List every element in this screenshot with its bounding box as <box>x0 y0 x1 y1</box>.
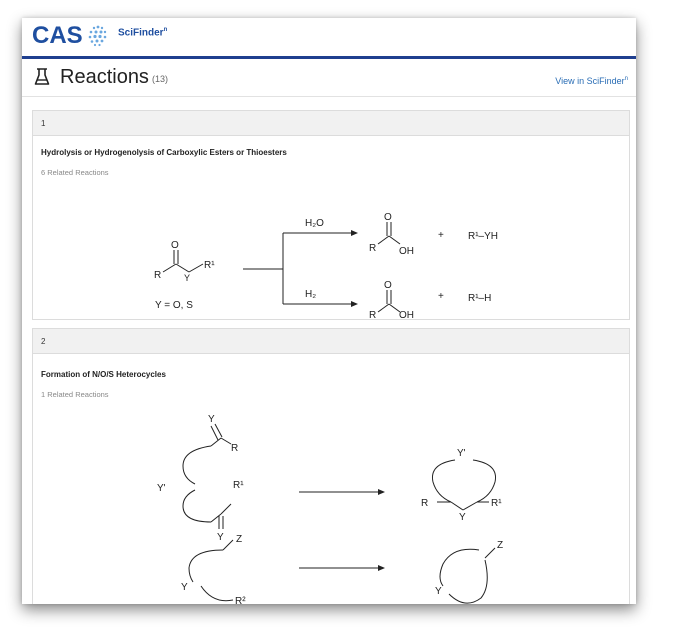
acid-structure-bottom <box>377 290 401 313</box>
atom-Z: Z <box>236 534 242 545</box>
product-atom-Z: Z <box>497 540 503 551</box>
atom-Y-bottom: Y <box>217 532 224 543</box>
arrow-head-1 <box>378 489 385 495</box>
section-number: 1 <box>41 119 46 128</box>
section-body-1: Hydrolysis or Hydrogenolysis of Carboxyl… <box>32 136 630 320</box>
product-atom-R1: R¹ <box>491 498 502 509</box>
plus-top: + <box>438 230 444 241</box>
atom-R: R <box>231 443 238 454</box>
related-reactions-count[interactable]: 6 Related Reactions <box>41 168 109 177</box>
heterocycle-product-2 <box>439 547 496 604</box>
heterocycle-product-1 <box>431 459 497 511</box>
product-atom-Y: Y <box>459 512 466 523</box>
acid-OH-top: OH <box>399 246 414 257</box>
acid-OH-bottom: OH <box>399 310 414 320</box>
atom-Y-ring2: Y <box>181 582 188 593</box>
app-header: CAS SciFindern <box>22 18 636 59</box>
byproduct-top: R¹–YH <box>468 231 498 242</box>
reaction-title[interactable]: Hydrolysis or Hydrogenolysis of Carboxyl… <box>41 148 287 157</box>
atom-Yp: Y' <box>157 483 166 494</box>
section-number: 2 <box>41 337 46 346</box>
arrow-head-top <box>351 230 358 236</box>
reagent-bottom: H₂ <box>305 289 316 300</box>
cas-logo[interactable]: CAS <box>32 22 83 49</box>
plus-bottom: + <box>438 291 444 302</box>
brand-mark: n <box>163 27 168 33</box>
atom-O: O <box>171 240 179 251</box>
brand-label: SciFinder <box>118 27 164 39</box>
atom-R: R <box>154 270 161 281</box>
title-row: Reactions (13) View in SciFindern <box>22 62 636 97</box>
atom-Y: Y <box>184 273 190 283</box>
acid-R-top: R <box>369 243 376 254</box>
acid-R-bottom: R <box>369 310 376 320</box>
section-body-2: Formation of N/O/S Heterocycles 1 Relate… <box>32 354 630 604</box>
view-link-label: View in SciFinder <box>555 76 625 86</box>
atom-R2: R² <box>235 596 246 604</box>
atom-R1: R¹ <box>233 480 244 491</box>
section-header-2[interactable]: 2 <box>32 328 630 354</box>
heterocycle-reactant-1 <box>182 423 232 529</box>
byproduct-bottom: R¹–H <box>468 293 491 304</box>
product-atom-Yp: Y' <box>457 448 466 459</box>
flask-icon <box>34 68 50 85</box>
branched-arrow <box>243 232 351 305</box>
arrow-head-2 <box>378 565 385 571</box>
y-note: Y = O, S <box>155 300 193 311</box>
ester-structure <box>162 250 204 273</box>
reaction-title[interactable]: Formation of N/O/S Heterocycles <box>41 370 166 379</box>
page-title: Reactions <box>60 66 149 88</box>
acid-structure-top <box>377 222 401 245</box>
scifinder-brand: SciFindern <box>118 27 167 38</box>
atom-R1: R¹ <box>204 260 215 271</box>
view-in-scifinder-link[interactable]: View in SciFindern <box>555 76 628 86</box>
related-reactions-count[interactable]: 1 Related Reactions <box>41 390 109 399</box>
product-atom-Y-ring2: Y <box>435 586 442 597</box>
heterocycle-reactant-2 <box>188 539 234 602</box>
view-link-mark: n <box>624 76 628 82</box>
arrow-head-bottom <box>351 301 358 307</box>
cas-logo-icon <box>88 25 107 47</box>
reagent-top: H₂O <box>305 218 324 229</box>
section-header-1[interactable]: 1 <box>32 110 630 136</box>
atom-Y: Y <box>208 414 215 425</box>
reaction-count: (13) <box>152 74 169 84</box>
reactions-card: CAS SciFindern Reactions (13) View in Sc… <box>22 18 636 604</box>
reaction-scheme-2: Y R Y' R¹ Y Y' R Y R¹ <box>157 414 503 604</box>
acid-O-top: O <box>384 212 392 223</box>
product-atom-R: R <box>421 498 428 509</box>
reaction-scheme-1: O R Y R¹ Y = O, S H₂O H₂ O <box>154 212 498 320</box>
acid-O-bottom: O <box>384 280 392 291</box>
